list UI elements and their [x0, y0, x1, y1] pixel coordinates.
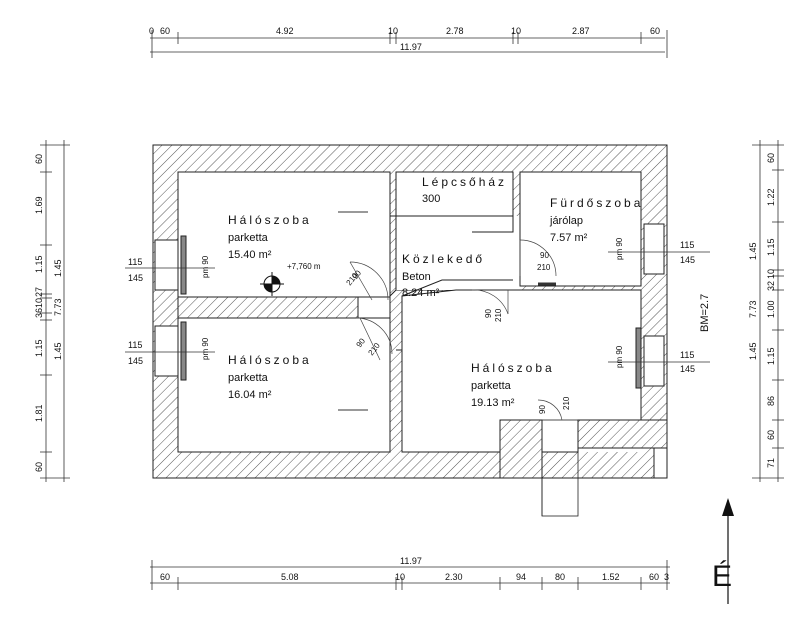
- top-dim-10a: 10: [388, 26, 398, 36]
- top-dim-287: 2.87: [572, 26, 590, 36]
- top-dim-492: 4.92: [276, 26, 294, 36]
- bottom-dim-10: 10: [395, 572, 405, 582]
- room-3-floor: járólap: [549, 215, 583, 227]
- win-right-bot-145: 145: [680, 364, 695, 374]
- room-2-floor: 300: [422, 193, 440, 205]
- bottom-dim-80: 80: [555, 572, 565, 582]
- left-dim-145b: 1.45: [53, 342, 63, 360]
- win-right-top-145: 145: [680, 255, 695, 265]
- room-5-floor: parketta: [228, 372, 269, 384]
- room-6-area: 19.13 m²: [471, 397, 515, 409]
- right-dimension-lines: [752, 140, 784, 482]
- win-right-bot-115: 115: [680, 350, 694, 360]
- right-dim-145a: 1.45: [748, 242, 758, 260]
- pm-left-bot: pm 90: [201, 337, 210, 360]
- room-5-area: 16.04 m²: [228, 389, 272, 401]
- right-dims-text: 60 1.22 1.15 10 32 1.00 1.15 86 60 71 1.…: [699, 153, 776, 468]
- top-dim-total: 11.97: [400, 42, 422, 52]
- door-swings: [349, 239, 563, 421]
- door5-90: 90: [538, 405, 547, 414]
- left-dim-115b: 1.15: [34, 339, 44, 357]
- door3-90: 90: [540, 251, 549, 260]
- room-4-floor: Beton: [402, 271, 431, 283]
- right-dim-115a: 1.15: [766, 238, 776, 256]
- left-dim-36: 36: [34, 308, 44, 318]
- left-dim-total: 7.73: [53, 298, 63, 316]
- pm-right-top: pm 90: [615, 237, 624, 260]
- level-mark-value: +7,760 m: [287, 262, 321, 271]
- room-6-name: Hálószoba: [471, 361, 555, 375]
- left-dim-10: 10: [34, 298, 44, 308]
- right-dim-60b: 60: [766, 430, 776, 440]
- left-dimension-lines: [40, 140, 70, 482]
- left-dim-169: 1.69: [34, 196, 44, 214]
- door4-90: 90: [484, 309, 493, 318]
- room-3-name: Fürdőszoba: [550, 196, 643, 210]
- door3-210: 210: [537, 263, 551, 272]
- win-left-bot-145: 145: [128, 356, 143, 366]
- right-dim-total: 7.73: [748, 300, 758, 318]
- bottom-dim-60b: 60: [649, 572, 659, 582]
- bottom-dim-152: 1.52: [602, 572, 620, 582]
- win-left-top-145: 145: [128, 273, 143, 283]
- bottom-dim-230: 2.30: [445, 572, 463, 582]
- bottom-dim-60: 60: [160, 572, 170, 582]
- staircase-outline: [541, 419, 579, 517]
- left-dim-60: 60: [34, 154, 44, 164]
- room-3-area: 7.57 m²: [550, 232, 588, 244]
- win-left-top-115: 115: [128, 257, 142, 267]
- pm-right-bot: pm 90: [615, 345, 624, 368]
- room-4-area: 8.24 m²: [402, 287, 440, 299]
- pm-left-top: pm 90: [201, 255, 210, 278]
- door5-210: 210: [562, 396, 571, 410]
- room-6-floor: parketta: [471, 380, 512, 392]
- room-1-floor: parketta: [228, 232, 269, 244]
- walls: [152, 144, 668, 479]
- bottom-dim-3: 3: [664, 572, 669, 582]
- top-dim-278: 2.78: [446, 26, 464, 36]
- bottom-dim-508: 5.08: [281, 572, 299, 582]
- top-dim-10b: 10: [511, 26, 521, 36]
- room-2-name: Lépcsőház: [422, 175, 507, 189]
- room-1-area: 15.40 m²: [228, 249, 272, 261]
- left-dim-145a: 1.45: [53, 259, 63, 277]
- top-dim-0: 0: [149, 26, 154, 36]
- windows: [154, 223, 665, 389]
- win-left-bot-115: 115: [128, 340, 142, 350]
- door4-210: 210: [494, 308, 503, 322]
- room-4-name: Közlekedő: [402, 252, 485, 266]
- north-label: É: [712, 560, 732, 593]
- room-5-name: Hálószoba: [228, 353, 312, 367]
- furniture-marks: [338, 211, 556, 411]
- right-dim-115b: 1.15: [766, 347, 776, 365]
- level-marker-icon: [260, 272, 284, 296]
- top-dimension-lines: [150, 30, 668, 58]
- ceiling-height-label: BM=2.7: [699, 294, 711, 332]
- win-right-top-115: 115: [680, 240, 694, 250]
- right-dim-71: 71: [766, 458, 776, 468]
- left-dim-60b: 60: [34, 462, 44, 472]
- bottom-dim-total: 11.97: [400, 556, 422, 566]
- right-dim-145b: 1.45: [748, 342, 758, 360]
- right-dim-32: 32: [766, 281, 776, 291]
- north-arrow-icon: [722, 498, 734, 604]
- top-dim-60: 60: [160, 26, 170, 36]
- left-dim-115a: 1.15: [34, 255, 44, 273]
- left-dim-181: 1.81: [34, 404, 44, 422]
- right-dim-100: 1.00: [766, 300, 776, 318]
- left-dims-text: 60 1.69 1.15 27 10 36 1.15 1.81 60 1.45 …: [34, 154, 63, 472]
- right-dim-10: 10: [766, 269, 776, 279]
- left-dim-27: 27: [34, 287, 44, 297]
- right-dim-60: 60: [766, 153, 776, 163]
- top-dim-60b: 60: [650, 26, 660, 36]
- bottom-dim-94: 94: [516, 572, 526, 582]
- right-dim-122: 1.22: [766, 188, 776, 206]
- bottom-dimension-lines: [150, 560, 670, 590]
- right-dim-86: 86: [766, 396, 776, 406]
- window-leaders: [125, 251, 710, 363]
- room-1-name: Hálószoba: [228, 213, 312, 227]
